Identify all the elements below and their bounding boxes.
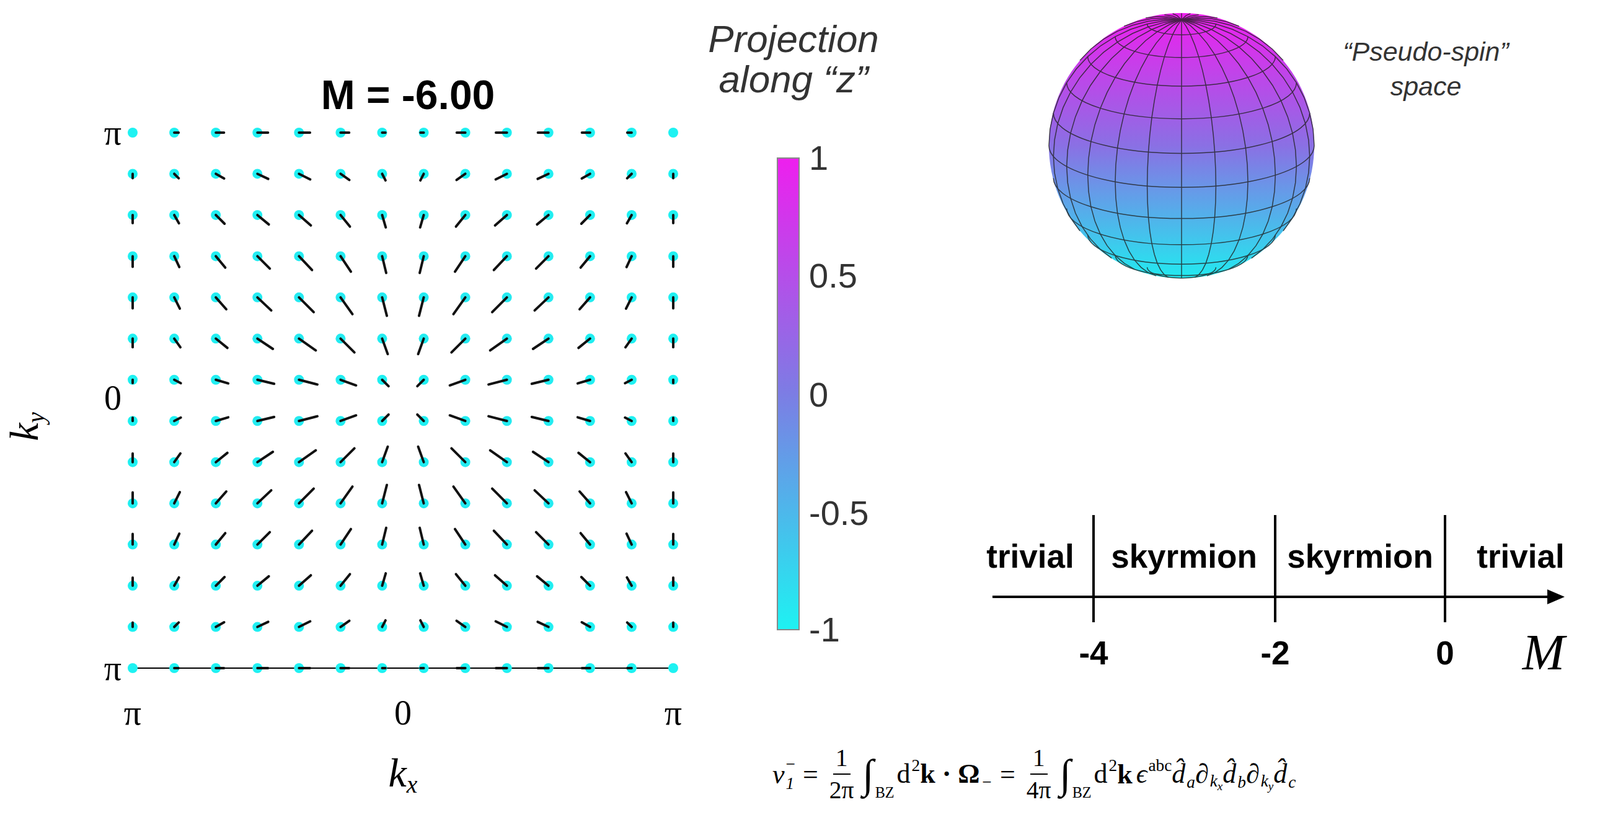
sphere-grid (1048, 13, 1315, 278)
formula: ν−1=12π∫BZd2k · Ω−=14π∫BZd2kϵabcd̂a∂kxd̂… (772, 743, 1296, 805)
tick-label: 0 (394, 695, 412, 731)
formula-symbol: ν (772, 758, 785, 791)
phase-tick: -2 (1260, 636, 1290, 670)
axis-label-sub: x (406, 771, 418, 799)
tick-label: π (104, 115, 122, 151)
tick-label: π (123, 695, 142, 731)
formula-subscript: c (1288, 773, 1296, 792)
axis-variable: M (1522, 627, 1565, 679)
phase-tick: 0 (1435, 636, 1454, 670)
colorbar-tick: -1 (808, 612, 840, 648)
axis-label-base: k (388, 750, 407, 796)
formula-numerator: 1 (833, 743, 851, 775)
tick-label: π (104, 650, 122, 686)
axis-label-sub: y (22, 411, 50, 423)
formula-superscript: 2 (1109, 756, 1118, 775)
formula-symbol: = (999, 758, 1016, 791)
formula-numerator: 1 (1030, 743, 1048, 775)
sphere-label: “Pseudo-spin” space (1332, 34, 1519, 105)
plot-title: M = -6.00 (321, 74, 496, 116)
formula-subscript: − (981, 773, 993, 792)
formula-symbol: d̂ (1222, 758, 1237, 790)
formula-superscript: − (786, 755, 796, 774)
colorbar-tick: 0 (808, 377, 829, 413)
phase-label: trivial (986, 539, 1074, 573)
integral-limit: BZ (1072, 784, 1092, 802)
phase-label: skyrmion (1286, 539, 1434, 573)
axis-label: kx (388, 752, 418, 798)
formula-symbol: k (1117, 758, 1132, 791)
formula-subscript: b (1237, 773, 1247, 792)
vector-field (127, 127, 679, 674)
integral-sign: ∫ (862, 750, 875, 798)
phase-axis (992, 515, 1565, 623)
formula-denominator: 4π (1024, 774, 1054, 805)
colorbar-title: Projection along “z” (691, 18, 896, 100)
formula-subscript: x (1217, 779, 1223, 793)
tick-label: 0 (104, 380, 122, 416)
sphere (1048, 13, 1315, 279)
formula-superscript: 2 (911, 756, 921, 775)
colorbar (777, 158, 800, 630)
formula-symbol: d̂ (1171, 758, 1186, 790)
axis-label: ky (3, 411, 49, 441)
formula-symbol: k · Ω (919, 758, 980, 790)
integral-sign: ∫ (1060, 750, 1072, 798)
formula-subscript: a (1186, 773, 1196, 792)
phase-tick: -4 (1078, 636, 1108, 670)
formula-superscript: abc (1148, 756, 1172, 775)
formula-subscript: k (1210, 771, 1218, 791)
formula-symbol: = (802, 758, 819, 791)
formula-symbol: ∂ (1195, 758, 1209, 790)
integral-limit: BZ (875, 784, 895, 802)
formula-symbol: d (897, 758, 911, 790)
colorbar-tick: 0.5 (808, 258, 858, 294)
formula-symbol: ϵ (1136, 758, 1148, 790)
formula-symbol: d̂ (1273, 758, 1287, 790)
formula-symbol: d (1094, 758, 1108, 790)
formula-symbol: ∂ (1246, 758, 1260, 790)
formula-subscript: k (1260, 771, 1269, 791)
colorbar-tick: 1 (808, 140, 829, 176)
formula-subscript: y (1268, 779, 1274, 793)
formula-subscript: 1 (786, 774, 795, 793)
colorbar-tick: -0.5 (808, 495, 870, 531)
axis-label-base: k (1, 422, 47, 441)
phase-label: skyrmion (1110, 539, 1258, 573)
tick-label: π (664, 695, 682, 731)
formula-denominator: 2π (826, 774, 857, 805)
phase-label: trivial (1476, 539, 1565, 573)
